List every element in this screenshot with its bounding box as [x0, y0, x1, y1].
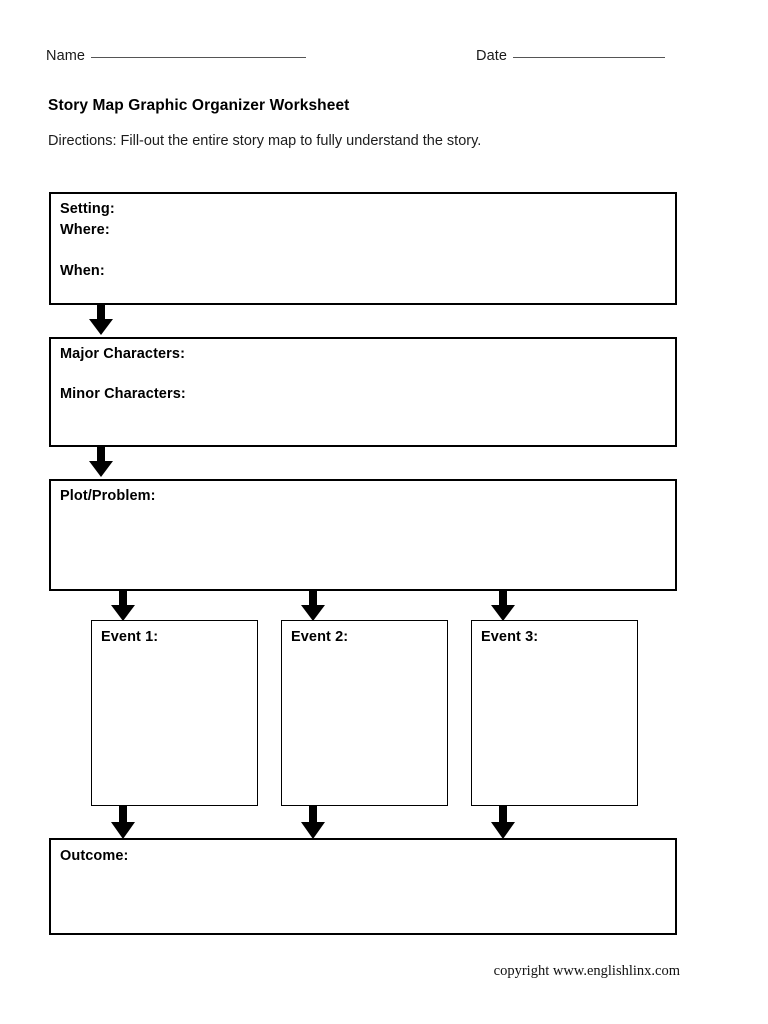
arrow-down-icon [300, 590, 326, 622]
event-2-box[interactable]: Event 2: [281, 620, 448, 806]
copyright-footer: copyright www.englishlinx.com [493, 963, 680, 979]
date-field[interactable]: Date [476, 46, 666, 64]
arrow-down-icon [110, 805, 136, 840]
page-title: Story Map Graphic Organizer Worksheet [48, 97, 350, 114]
name-label: Name [46, 48, 86, 64]
directions-text: Directions: Fill-out the entire story ma… [48, 133, 482, 149]
name-field[interactable]: Name [46, 46, 307, 64]
name-writing-line[interactable] [91, 46, 307, 58]
event-3-box[interactable]: Event 3: [471, 620, 638, 806]
plot-problem-box[interactable]: Plot/Problem: [49, 479, 677, 591]
event-1-box[interactable]: Event 1: [91, 620, 258, 806]
date-writing-line[interactable] [513, 46, 666, 58]
arrow-down-icon [490, 590, 516, 622]
plot-problem-label: Plot/Problem: [60, 488, 156, 504]
arrow-down-icon [300, 805, 326, 840]
where-label: Where: [60, 222, 110, 238]
name-date-row: Name Date [46, 46, 686, 68]
characters-box[interactable]: Major Characters: Minor Characters: [49, 337, 677, 447]
event-1-label: Event 1: [101, 629, 159, 645]
arrow-down-icon [88, 304, 114, 336]
arrow-down-icon [110, 590, 136, 622]
arrow-down-icon [88, 446, 114, 478]
setting-label: Setting: [60, 201, 115, 217]
date-label: Date [476, 48, 508, 64]
outcome-box[interactable]: Outcome: [49, 838, 677, 935]
outcome-label: Outcome: [60, 848, 129, 864]
major-characters-label: Major Characters: [60, 346, 185, 362]
minor-characters-label: Minor Characters: [60, 386, 186, 402]
when-label: When: [60, 263, 105, 279]
event-3-label: Event 3: [481, 629, 539, 645]
setting-box[interactable]: Setting: Where: When: [49, 192, 677, 305]
event-2-label: Event 2: [291, 629, 349, 645]
arrow-down-icon [490, 805, 516, 840]
